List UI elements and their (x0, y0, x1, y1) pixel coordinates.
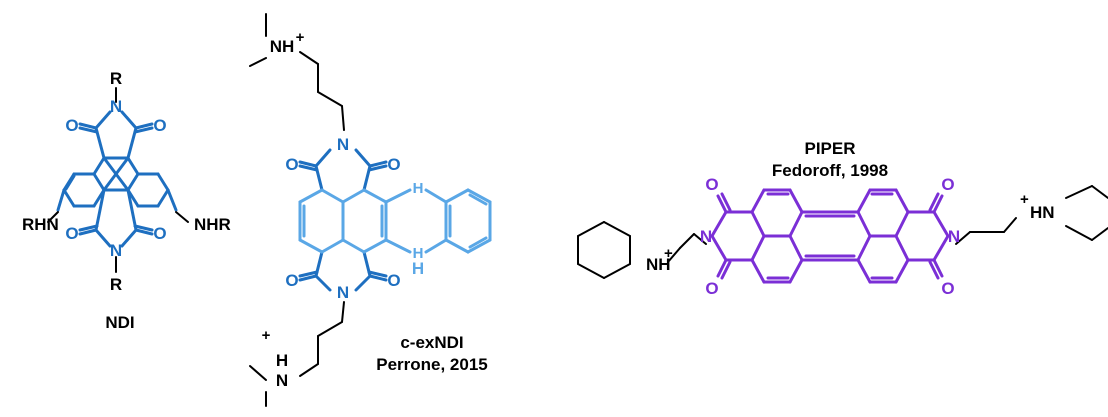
cexndi-h-bottom-label: H (413, 245, 424, 262)
piper-plus-left-label: + (664, 245, 673, 262)
piper-right-chain (955, 185, 1108, 245)
cexndi-top-chain (249, 13, 345, 131)
cexndi-caption-ref: Perrone, 2015 (376, 355, 488, 374)
cexndi-plus-top-label: + (296, 29, 305, 46)
piper-hn-right-label: HN (1030, 203, 1055, 222)
piper-nh-left-label: NH (646, 255, 671, 274)
ndi-o-top-right-label: O (153, 116, 166, 135)
piper-left-chain (577, 221, 707, 279)
ndi-rhn-label: RHN (22, 215, 59, 234)
ndi-o-top-left-label: O (65, 116, 78, 135)
piper-caption-ref: Fedoroff, 1998 (772, 161, 888, 180)
piper-o-bottom-left-label: O (705, 279, 718, 298)
cexndi-bottom-chain (249, 301, 345, 407)
cexndi-nh-top-label: NH (270, 37, 295, 56)
piper-n-right-label: N (948, 227, 960, 246)
ndi-nhr-label: NHR (194, 215, 231, 234)
ndi-o-bottom-left-label: O (65, 224, 78, 243)
ndi-core-bonds (56, 110, 178, 248)
cexndi-n-top-label: N (337, 135, 349, 154)
cexndi-o-top-right-label: O (387, 155, 400, 174)
piper-core-bonds (710, 188, 950, 284)
cexndi-n-amine-label: N (276, 371, 288, 390)
ndi-n-bottom-label: N (110, 241, 122, 260)
piper-plus-right-label: + (1020, 191, 1029, 208)
piper-caption-name: PIPER (804, 139, 855, 158)
ndi-structure: R N O O RHN NHR O O N R NDI (22, 69, 231, 332)
cexndi-caption-name: c-exNDI (400, 333, 463, 352)
cexndi-plus-bottom-label: + (262, 327, 271, 344)
cexndi-n-bottom-label: N (337, 283, 349, 302)
piper-structure: PIPER Fedoroff, 1998 NH + + HN (577, 139, 1108, 298)
cexndi-structure: NH + N O O O O N (249, 13, 492, 407)
cexndi-core-bonds (298, 188, 492, 254)
cexndi-imide-bonds (298, 148, 388, 292)
piper-o-bottom-right-label: O (941, 279, 954, 298)
piper-n-left-label: N (700, 227, 712, 246)
ndi-r-top-label: R (110, 69, 122, 88)
cexndi-o-bottom-left-label: O (285, 271, 298, 290)
cexndi-h-ring-label: H (412, 259, 424, 278)
ndi-n-top-label: N (110, 97, 122, 116)
piper-o-top-left-label: O (705, 175, 718, 194)
ndi-r-bottom-label: R (110, 275, 122, 294)
ndi-r-bonds (47, 87, 189, 273)
piper-o-top-right-label: O (941, 175, 954, 194)
ndi-caption: NDI (105, 313, 134, 332)
cexndi-h-top-label: H (413, 180, 424, 197)
ndi-o-bottom-right-label: O (153, 224, 166, 243)
cexndi-o-top-left-label: O (285, 155, 298, 174)
cexndi-o-bottom-right-label: O (387, 271, 400, 290)
cexndi-h-amine-label: H (276, 351, 288, 370)
